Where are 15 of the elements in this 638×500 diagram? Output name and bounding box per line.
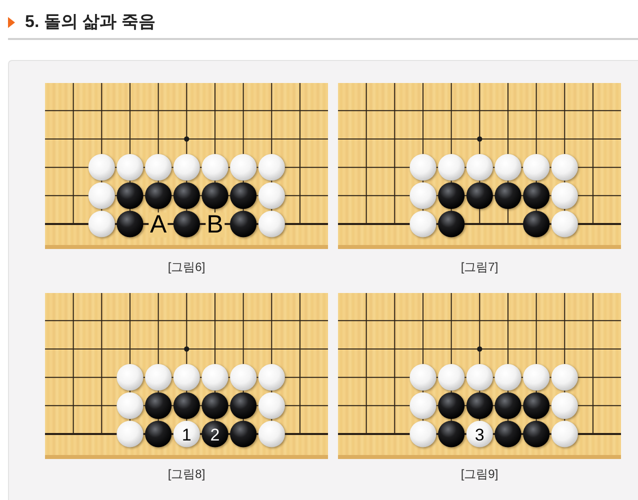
section-title: 5. 돌의 삶과 죽음 (25, 12, 156, 32)
figure-caption: [그림9] (460, 466, 498, 482)
point-label: A (148, 212, 168, 238)
go-board (45, 293, 328, 459)
go-board (45, 83, 328, 249)
figure-caption: [그림6] (168, 259, 206, 275)
move-number: 3 (474, 426, 484, 444)
move-number: 2 (210, 426, 220, 444)
point-label: B (206, 212, 224, 238)
go-board (338, 293, 621, 459)
figure-caption: [그림8] (168, 466, 206, 482)
go-board (338, 83, 621, 249)
move-number: 1 (182, 426, 192, 444)
figure-caption: [그림7] (460, 259, 498, 275)
figure-panel (8, 60, 638, 500)
